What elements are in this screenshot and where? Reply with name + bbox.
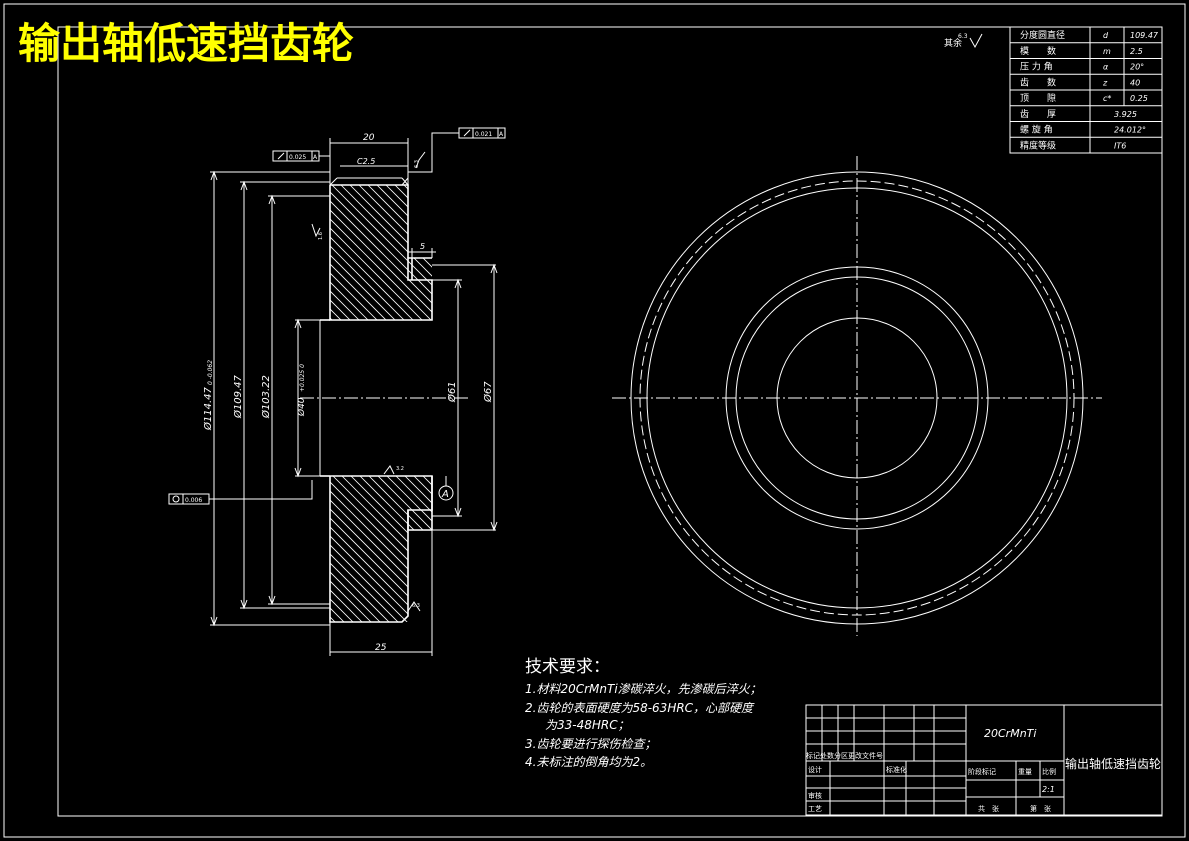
param-symbol: z (1102, 78, 1108, 87)
svg-text:2.齿轮的表面硬度为58-63HRC，心部硬度: 2.齿轮的表面硬度为58-63HRC，心部硬度 (525, 701, 755, 715)
dim-d61: Ø61 (446, 381, 458, 403)
svg-text:为33-48HRC；: 为33-48HRC； (545, 718, 630, 732)
param-name: 精度等级 (1020, 139, 1056, 151)
notes-heading: 技术要求： (525, 657, 610, 677)
param-value: 24.012° (1114, 126, 1146, 135)
datum-symbol: A (438, 476, 454, 501)
dim-width-20: 20 (363, 133, 375, 143)
tolerance-frame-3: 0.006 (168, 480, 313, 505)
dim-d40-tol: +0.025 0 (299, 364, 306, 392)
svg-text:审核: 审核 (808, 791, 822, 800)
dim-d114: Ø114.47 (202, 387, 214, 431)
hatch-bottom (330, 476, 432, 622)
param-value: 40 (1130, 78, 1140, 87)
svg-text:工艺: 工艺 (808, 805, 822, 813)
dim-d40: Ø40 (296, 397, 307, 417)
svg-text:A: A (441, 489, 449, 500)
param-symbol: c* (1103, 94, 1111, 103)
dim-d109: Ø109.47 (232, 375, 244, 419)
param-value: 3.925 (1114, 110, 1137, 119)
inner-frame (57, 26, 1163, 817)
svg-text:6.3: 6.3 (414, 160, 420, 168)
svg-text:1.6: 1.6 (318, 232, 324, 240)
surface-roughness-note: 其余 6.3 (944, 33, 983, 49)
param-name: 螺 旋 角 (1020, 124, 1053, 136)
dim-groove: 5 (420, 242, 425, 251)
param-name: 齿 厚 (1020, 109, 1056, 120)
material-text: 20CrMnTi (984, 727, 1036, 740)
svg-text:3.齿轮要进行探伤检查；: 3.齿轮要进行探伤检查； (525, 737, 656, 751)
param-value: 2.5 (1130, 47, 1143, 56)
param-name: 分度圆直径 (1020, 29, 1065, 41)
param-symbol: m (1103, 47, 1111, 56)
svg-text:标记处数分区更改文件号: 标记处数分区更改文件号 (806, 751, 883, 760)
svg-text:6.3: 6.3 (958, 33, 968, 40)
drawing-title: 输出轴低速挡齿轮 (18, 19, 354, 68)
dim-d103: Ø103.22 (260, 375, 272, 419)
roughness-symbols: 6.3 1.6 3.2 6.3 (311, 151, 426, 612)
svg-text:其余: 其余 (944, 37, 962, 49)
svg-text:第 张: 第 张 (1030, 804, 1051, 813)
front-view (612, 156, 1102, 636)
svg-text:重量: 重量 (1018, 768, 1032, 776)
svg-text:6.3: 6.3 (412, 603, 420, 609)
param-value: IT6 (1114, 141, 1126, 150)
param-symbol: α (1103, 63, 1109, 72)
svg-text:1.材料20CrMnTi渗碳淬火，先渗碳后淬火；: 1.材料20CrMnTi渗碳淬火，先渗碳后淬火； (525, 682, 762, 696)
svg-text:0.006: 0.006 (185, 497, 202, 504)
parameter-table: 分度圆直径 d 109.47 模 数 m 2.5 压 力 角 α 20° 齿 数 z 40 顶 隙 c* 0… (1009, 26, 1163, 154)
section-view: Ø114.47 0 -0.062 Ø109.47 Ø103.22 Ø40 +0.… (168, 127, 506, 656)
title-block: 20CrMnTi 输出轴低速挡齿轮 标记处数分区更改文件号 设计 标准化 审核 … (805, 704, 1163, 816)
svg-text:标准化: 标准化 (886, 765, 907, 774)
svg-text:0.025: 0.025 (289, 154, 306, 161)
svg-text:设计: 设计 (808, 765, 822, 774)
technical-notes: 技术要求： 1.材料20CrMnTi渗碳淬火，先渗碳后淬火； 2.齿轮的表面硬度… (525, 657, 762, 769)
outer-border (3, 3, 1186, 838)
dim-d67: Ø67 (482, 381, 494, 403)
svg-text:0.021: 0.021 (475, 131, 492, 138)
param-name: 齿 数 (1020, 76, 1056, 88)
tolerance-frame-1: 0.025 A (272, 150, 331, 172)
svg-text:3.2: 3.2 (396, 466, 404, 472)
tolerance-frame-2: 0.021 A (408, 127, 506, 173)
chamfer-label: C2.5 (357, 157, 375, 166)
svg-text:A: A (313, 154, 318, 161)
param-name: 顶 隙 (1020, 92, 1056, 104)
param-name: 压 力 角 (1020, 61, 1053, 73)
svg-text:阶段标记: 阶段标记 (968, 767, 996, 776)
svg-text:共 张: 共 张 (978, 804, 999, 813)
param-symbol: d (1103, 31, 1109, 40)
svg-text:2:1: 2:1 (1042, 785, 1055, 794)
dim-d114-tol: 0 -0.062 (207, 360, 214, 385)
dim-width-25: 25 (375, 643, 387, 653)
hatch-top (330, 185, 432, 320)
svg-text:A: A (499, 131, 504, 138)
param-value: 20° (1130, 63, 1144, 72)
drawing-name-text: 输出轴低速挡齿轮 (1065, 756, 1161, 771)
svg-text:4.未标注的倒角均为2。: 4.未标注的倒角均为2。 (525, 755, 652, 769)
param-name: 模 数 (1020, 45, 1056, 57)
param-value: 0.25 (1130, 94, 1148, 103)
param-value: 109.47 (1130, 31, 1159, 40)
svg-text:比例: 比例 (1042, 767, 1056, 776)
